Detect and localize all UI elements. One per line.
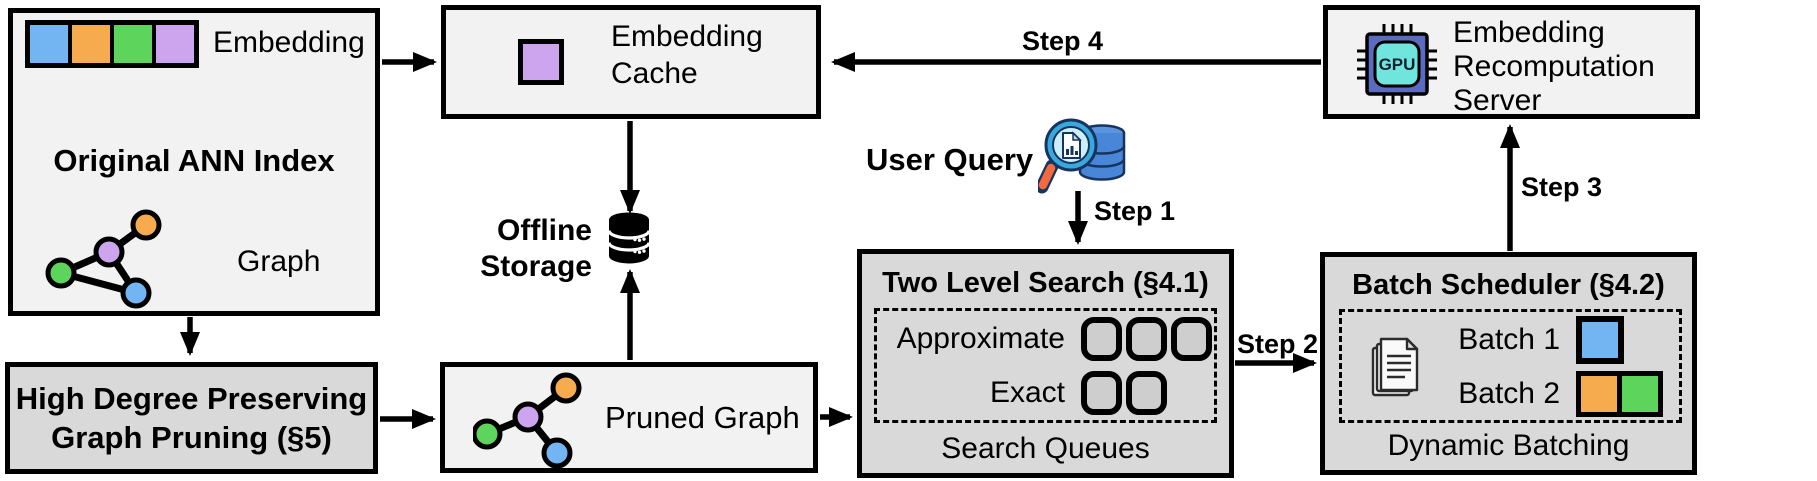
search-queues-caption: Search Queues xyxy=(941,432,1150,465)
original-ann-index-title: Original ANN Index xyxy=(53,143,335,178)
batch-scheduler-title: Batch Scheduler (§4.2) xyxy=(1352,269,1665,301)
step1-label: Step 1 xyxy=(1094,196,1176,226)
batch2-label: Batch 2 xyxy=(1458,376,1560,410)
graph-pruning-title-line1: High Degree Preserving xyxy=(15,381,368,416)
embedding-cell-orange xyxy=(72,25,110,63)
queue-slot xyxy=(1126,317,1167,361)
recomputation-server-title: Embedding Recomputation Server xyxy=(1453,16,1655,117)
offline-storage-label: Offline Storage xyxy=(480,214,592,283)
gpu-icon: GPU xyxy=(1357,24,1437,104)
embedding-label: Embedding xyxy=(213,26,365,59)
batch1-label: Batch 1 xyxy=(1458,322,1560,356)
dynamic-batching-caption: Dynamic Batching xyxy=(1387,429,1630,462)
documents-icon xyxy=(1371,337,1419,397)
embedding-cache-box: Embedding Cache xyxy=(441,5,821,119)
search-queues-panel: Approximate Exact xyxy=(874,308,1217,423)
approximate-label: Approximate xyxy=(896,322,1065,355)
step3-label: Step 3 xyxy=(1521,172,1603,202)
dynamic-batching-panel: Batch 1 Batch 2 xyxy=(1339,309,1682,423)
embedding-cell-blue xyxy=(30,25,68,63)
embedding-vector-strip xyxy=(25,20,199,68)
queue-slot xyxy=(1081,317,1122,361)
original-ann-index-box: Embedding Original ANN Index Graph xyxy=(8,8,380,316)
graph-pruning-box: High Degree Preserving Graph Pruning (§5… xyxy=(5,362,378,474)
pruned-graph-box: Pruned Graph xyxy=(440,362,818,473)
batch2-query-squares xyxy=(1576,370,1663,417)
batch1-query-square xyxy=(1576,315,1624,364)
embedding-cache-title: Embedding Cache xyxy=(611,20,763,90)
exact-queue-slots xyxy=(1081,371,1212,415)
embedding-cell-purple xyxy=(156,25,194,63)
embedding-cell-green xyxy=(114,25,152,63)
user-query-icon xyxy=(1038,118,1126,194)
database-icon xyxy=(607,212,651,264)
queue-slot xyxy=(1126,371,1167,415)
batch-scheduler-box: Batch Scheduler (§4.2) Batch 1 Batch 2 xyxy=(1320,252,1697,475)
queue-slot xyxy=(1081,371,1122,415)
step2-label: Step 2 xyxy=(1237,329,1319,359)
two-level-search-title: Two Level Search (§4.1) xyxy=(882,267,1209,299)
queue-slot xyxy=(1171,317,1212,361)
batch2-query-orange xyxy=(1581,375,1617,412)
user-query-label: User Query xyxy=(866,142,1034,177)
pruned-graph-icon xyxy=(473,372,582,469)
pruned-graph-label: Pruned Graph xyxy=(605,400,800,435)
gpu-chip-label: GPU xyxy=(1379,55,1416,74)
graph-pruning-title-line2: Graph Pruning (§5) xyxy=(51,420,332,455)
batch2-query-green xyxy=(1622,375,1658,412)
step4-label: Step 4 xyxy=(1022,26,1104,56)
embedding-recomputation-server-box: GPU Embedding Recomputation Server xyxy=(1323,5,1700,119)
original-graph-icon xyxy=(45,209,162,309)
cached-embedding-square xyxy=(518,39,564,85)
exact-label: Exact xyxy=(989,376,1065,409)
two-level-search-box: Two Level Search (§4.1) Approximate Exac… xyxy=(857,249,1234,478)
approximate-queue-slots xyxy=(1081,317,1212,361)
graph-label: Graph xyxy=(237,245,321,278)
